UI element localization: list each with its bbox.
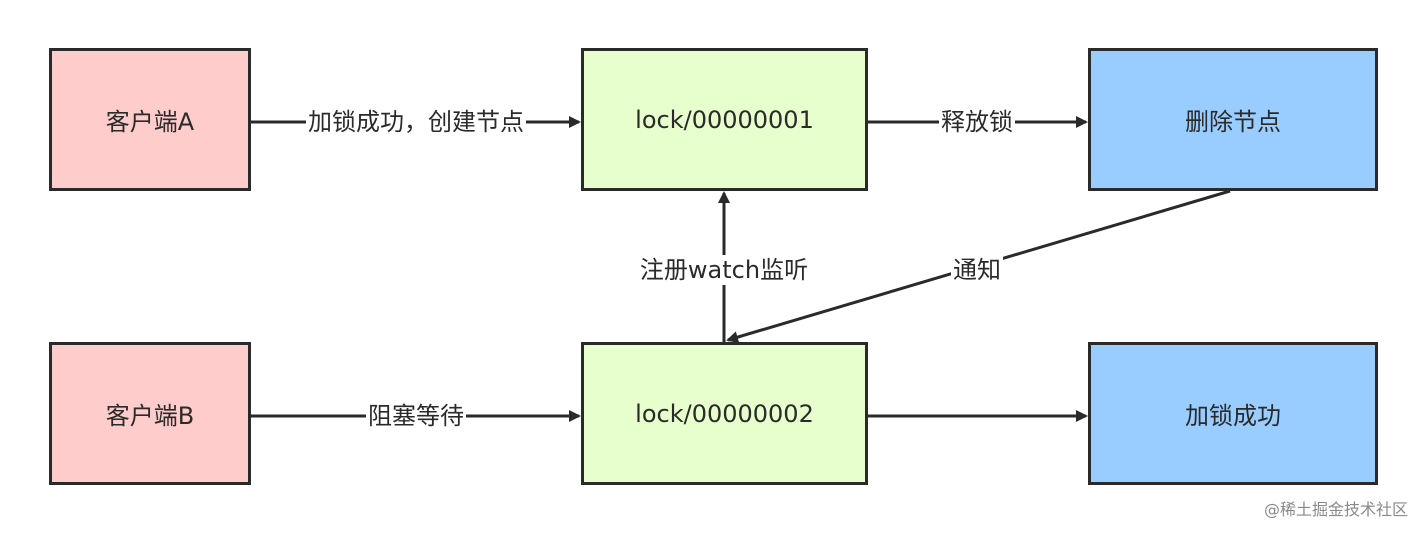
edge-label-block: 阻塞等待 xyxy=(366,401,466,431)
edge-label-release: 释放锁 xyxy=(939,107,1015,137)
lock-node-2-label: lock/00000002 xyxy=(635,399,814,428)
delete-node: 删除节点 xyxy=(1088,48,1378,191)
watermark: @稀土掘金技术社区 xyxy=(1263,500,1408,519)
edge-label-create: 加锁成功，创建节点 xyxy=(306,107,526,137)
client-a-label: 客户端A xyxy=(105,108,195,136)
lock-success-label: 加锁成功 xyxy=(1185,402,1281,430)
client-a-node: 客户端A xyxy=(49,48,251,191)
lock-node-1-label: lock/00000001 xyxy=(635,105,814,134)
lock-node-2: lock/00000002 xyxy=(581,342,868,485)
edge-label-watch: 注册watch监听 xyxy=(637,255,811,285)
delete-node-label: 删除节点 xyxy=(1185,108,1281,136)
client-b-label: 客户端B xyxy=(105,402,195,430)
lock-node-1: lock/00000001 xyxy=(581,48,868,191)
client-b-node: 客户端B xyxy=(49,342,251,485)
lock-success-node: 加锁成功 xyxy=(1088,342,1378,485)
edge-label-notify: 通知 xyxy=(951,255,1003,285)
